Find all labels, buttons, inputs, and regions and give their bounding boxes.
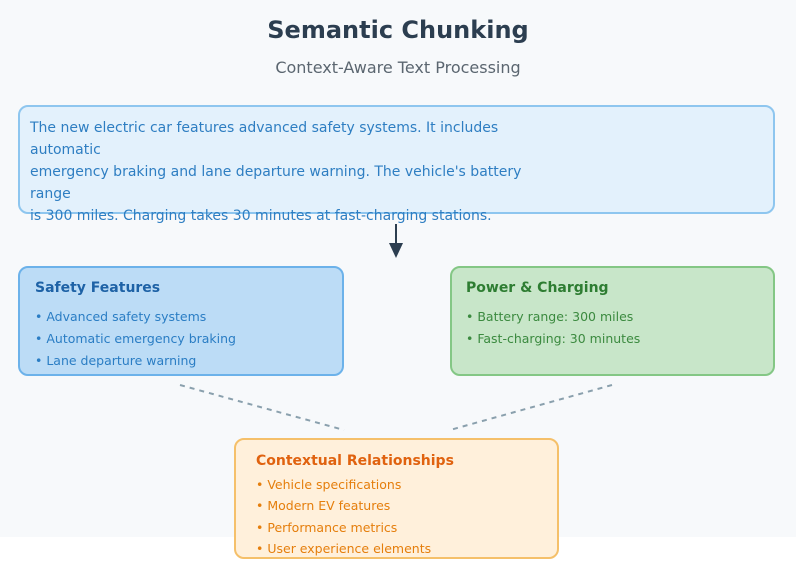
context-item: • Modern EV features: [256, 498, 391, 513]
contextual-relationships-title: Contextual Relationships: [256, 453, 454, 469]
power-connector-line: [449, 384, 613, 431]
safety-item: • Lane departure warning: [35, 353, 197, 368]
context-item: • Vehicle specifications: [256, 477, 402, 492]
power-charging-chunk: [450, 266, 775, 376]
safety-item: • Automatic emergency braking: [35, 331, 236, 346]
safety-features-title: Safety Features: [35, 280, 161, 296]
context-item: • Performance metrics: [256, 520, 398, 535]
diagram-title: Semantic Chunking: [267, 16, 529, 44]
power-item: • Battery range: 300 miles: [466, 309, 634, 324]
power-item: • Fast-charging: 30 minutes: [466, 331, 641, 346]
input-text: The new electric car features advanced s…: [30, 117, 550, 227]
context-item: • User experience elements: [256, 541, 432, 556]
input-text-line: The new electric car features advanced s…: [30, 120, 499, 158]
contextual-relationships-box: [234, 438, 559, 559]
diagram-subtitle: Context-Aware Text Processing: [275, 58, 521, 77]
input-text-box: [18, 105, 775, 214]
power-charging-title: Power & Charging: [466, 280, 609, 296]
input-text-line: emergency braking and lane departure war…: [30, 164, 522, 202]
safety-item: • Advanced safety systems: [35, 309, 207, 324]
down-arrow-icon: [389, 243, 403, 258]
input-text-line: is 300 miles. Charging takes 30 minutes …: [30, 208, 492, 224]
safety-connector-line: [179, 384, 345, 431]
safety-features-chunk: [18, 266, 344, 376]
